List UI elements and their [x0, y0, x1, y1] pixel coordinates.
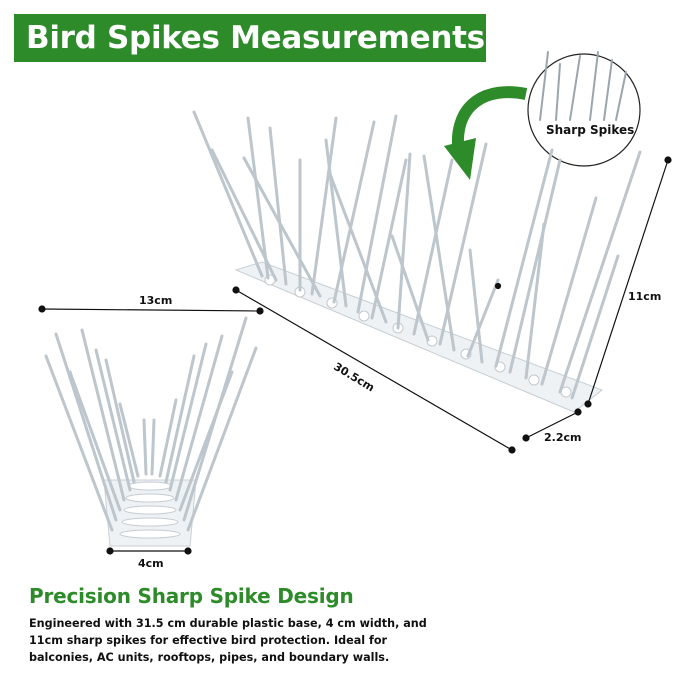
callout-spikes: [539, 51, 627, 121]
measure-lines: [38, 156, 672, 555]
height-line: [587, 159, 669, 405]
height-label: 11cm: [628, 290, 662, 303]
sharp-spikes-callout: [527, 51, 641, 167]
front-spikes: [44, 316, 258, 532]
spike-strip-front: [44, 316, 258, 547]
product-description: Engineered with 31.5 cm durable plastic …: [29, 617, 427, 664]
front-holes: [119, 481, 181, 539]
curved-arrow-icon: [444, 86, 528, 180]
length-line: [235, 289, 513, 451]
spikes: [192, 110, 642, 400]
top-spread-label: 13cm: [139, 294, 173, 307]
strip-base: [234, 261, 604, 413]
base-width-label: 4cm: [138, 557, 164, 570]
depth-line: [525, 411, 579, 439]
spread-line: [41, 308, 261, 312]
depth-label: 2.2cm: [544, 431, 582, 444]
page-title: Bird Spikes Measurements: [26, 20, 485, 56]
sharp-spikes-label: Sharp Spikes: [546, 123, 635, 137]
spike-strip-large: [192, 110, 642, 413]
section-headline: Precision Sharp Spike Design: [29, 584, 354, 608]
title-banner: [14, 14, 486, 62]
